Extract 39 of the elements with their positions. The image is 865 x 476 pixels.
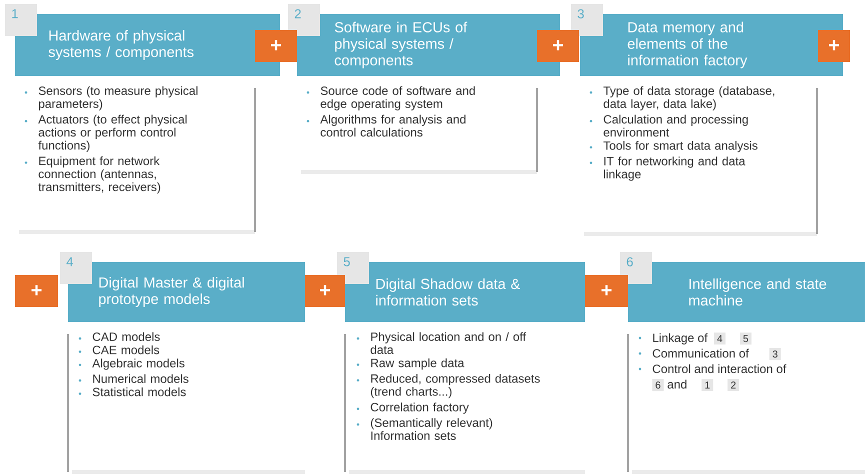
number-badge: 2 xyxy=(288,4,320,36)
list-item: Actuators (to effect physical actions or perform control functions) xyxy=(38,114,187,152)
plus-box: + xyxy=(818,30,850,62)
number-badge: 3 xyxy=(571,4,603,36)
list-item: Type of data storage (database, data layer, data lake) xyxy=(603,86,774,110)
list-item: Source code of software and edge operating system xyxy=(320,86,475,110)
number-badge: 6 xyxy=(652,379,664,392)
list-item: Sensors (to measure physical parameters) xyxy=(38,86,198,110)
list-item: Algebraic models xyxy=(92,358,184,370)
list-item: CAE models xyxy=(92,345,160,354)
number-badge: 1 xyxy=(5,4,37,36)
list-item: Numerical models xyxy=(93,374,188,383)
list-item: Reduced, compressed datasets (trend charts...) xyxy=(370,374,540,398)
list-item: Physical location and on / off data xyxy=(370,332,526,354)
plus-box: + xyxy=(255,30,297,62)
list-item: Calculation and processing environment xyxy=(604,114,748,137)
list-item: Communication of xyxy=(652,348,749,358)
number-badge: 4 xyxy=(60,252,92,284)
list-item: CAD models xyxy=(92,332,160,341)
list-item: Statistical models xyxy=(92,387,186,396)
number-badge: 1 xyxy=(702,379,714,391)
plus-box: + xyxy=(585,275,628,307)
number-badge: 5 xyxy=(740,332,752,345)
list-item: Equipment for network connection (antennas, transmitters, receivers) xyxy=(38,156,160,194)
list-item: IT for networking and data linkage xyxy=(604,156,746,181)
plus-box: + xyxy=(15,275,58,307)
list-item: Raw sample data xyxy=(371,358,464,370)
number-badge: 3 xyxy=(769,348,781,360)
list-item: (Semantically relevant) Information sets xyxy=(370,418,492,440)
list-item: and xyxy=(668,380,686,389)
plus-box: + xyxy=(537,30,579,62)
list-item: Linkage of xyxy=(653,333,708,344)
number-badge: 2 xyxy=(728,379,740,391)
plus-box: + xyxy=(305,275,345,307)
list-item: Algorithms for analysis and control calculations xyxy=(320,114,466,137)
list-item: Tools for smart data analysis xyxy=(603,141,758,152)
number-badge: 4 xyxy=(714,332,726,344)
list-item: Control and interaction of xyxy=(652,364,786,374)
list-item: Correlation factory xyxy=(370,402,469,414)
